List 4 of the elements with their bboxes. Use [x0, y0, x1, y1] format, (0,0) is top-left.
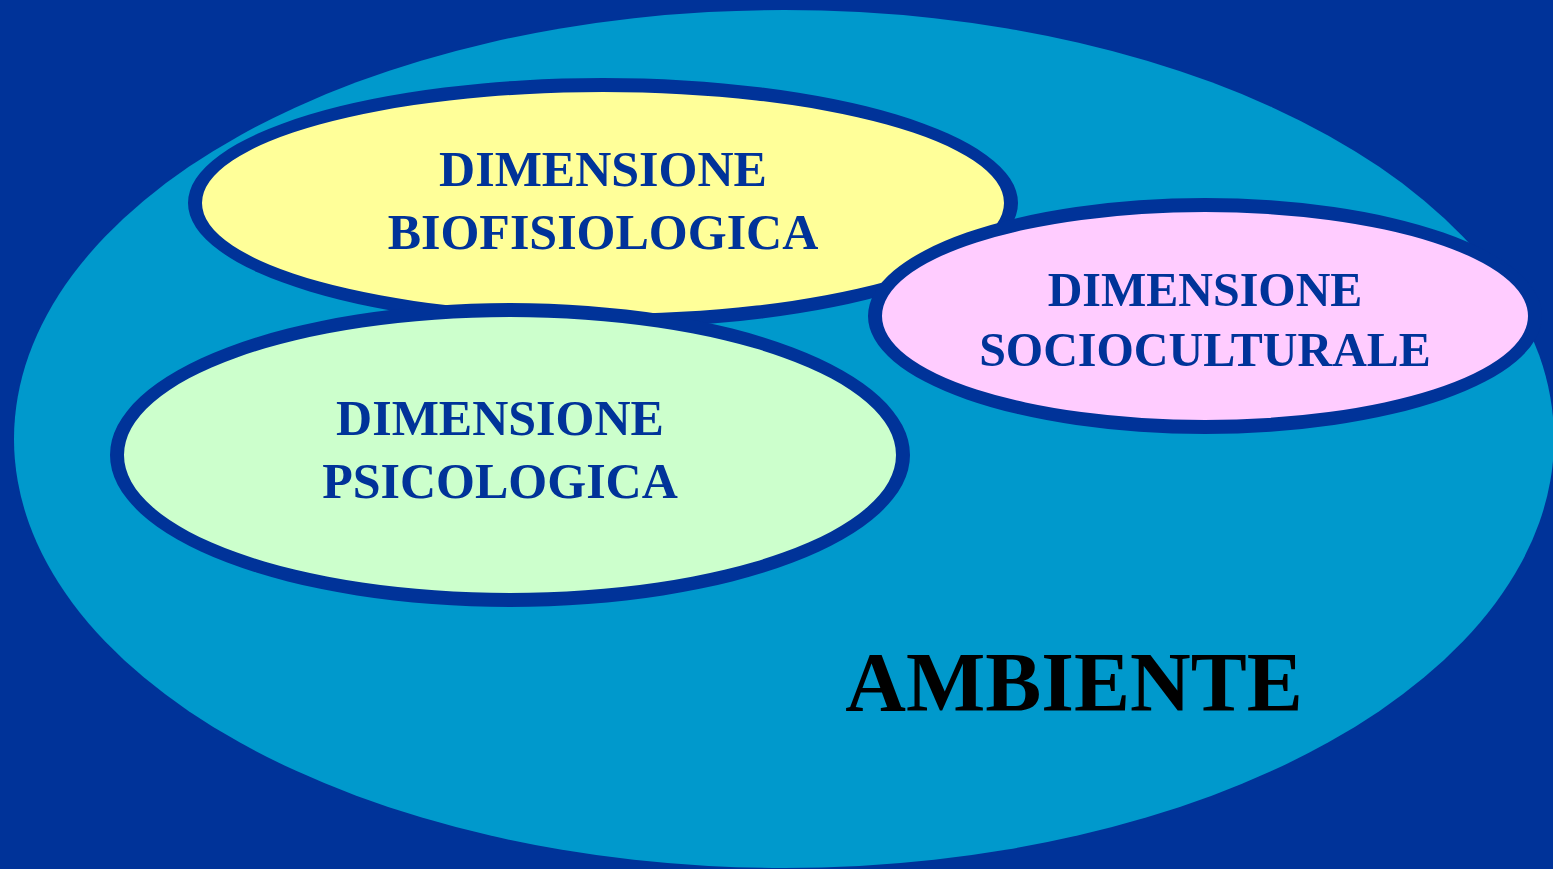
environment-title: AMBIENTE	[844, 635, 1304, 731]
dimension-label: DIMENSIONE PSICOLOGICA	[321, 389, 679, 511]
dimension-label: DIMENSIONE BIOFISIOLOGICA	[386, 140, 820, 262]
dimension-label: DIMENSIONE SOCIOCULTURALE	[978, 262, 1432, 378]
